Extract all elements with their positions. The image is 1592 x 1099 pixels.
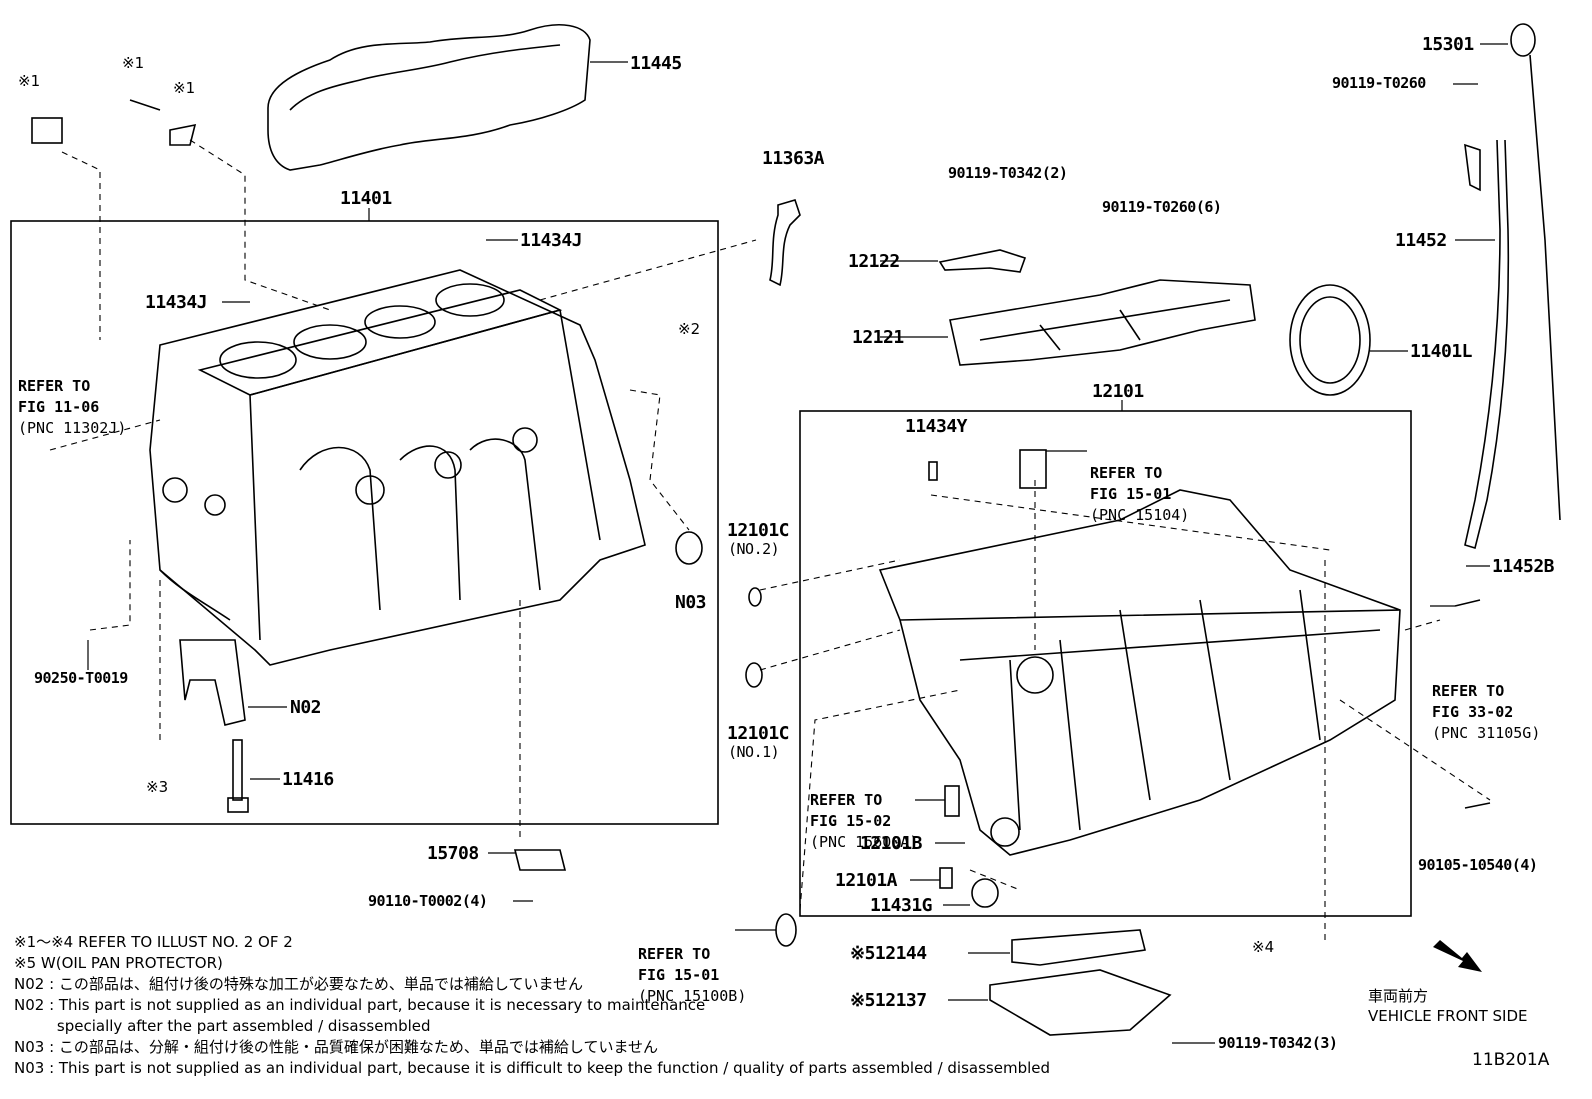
front-arrow-icon (1433, 940, 1482, 972)
label-15708[interactable]: 15708 (427, 843, 479, 864)
label-90110-T0002-4[interactable]: 90110-T0002(4) (368, 892, 488, 910)
dipstick-15301 (1510, 23, 1536, 57)
illustration-code: 11B201A (1472, 1050, 1550, 1070)
label-N02[interactable]: N02 (290, 697, 322, 718)
label-12101C-no2[interactable]: 12101C (727, 520, 790, 541)
sensor (31, 117, 63, 144)
label-12144[interactable]: ※512144 (850, 943, 927, 964)
label-11445[interactable]: 11445 (630, 53, 682, 74)
label-90119-T0260-6[interactable]: 90119-T0260(6) (1102, 198, 1222, 216)
label-11434J-left[interactable]: 11434J (145, 292, 208, 313)
label-90250-T0019[interactable]: 90250-T0019 (34, 669, 128, 687)
label-11452B[interactable]: 11452B (1492, 556, 1555, 577)
guide-11452 (1464, 139, 1510, 550)
label-12101C-no1[interactable]: 12101C (727, 723, 790, 744)
mark-1b: ※1 (122, 54, 145, 72)
note-line: N02 : この部品は、組付け後の特殊な加工が必要なため、単品では補給していませ… (14, 975, 584, 993)
note-line: ※1～※4 REFER TO ILLUST NO. 2 OF 2 (14, 933, 293, 951)
note-line: N03 : This part is not supplied as an in… (14, 1059, 1051, 1077)
note-line: ※5 W(OIL PAN PROTECTOR) (14, 954, 223, 972)
cover-12144 (1011, 929, 1146, 966)
label-12101A[interactable]: 12101A (835, 870, 898, 891)
label-11401L[interactable]: 11401L (1410, 341, 1473, 362)
label-90105-10540-4[interactable]: 90105-10540(4) (1418, 856, 1538, 874)
mark-3: ※3 (146, 778, 169, 796)
label-11416[interactable]: 11416 (282, 769, 334, 790)
label-12121[interactable]: 12121 (852, 327, 904, 348)
note-line: specially after the part assembled / dis… (14, 1017, 431, 1035)
label-11363A[interactable]: 11363A (762, 148, 825, 169)
cylinder-block (149, 269, 646, 666)
label-12101B[interactable]: 12101B (860, 833, 923, 854)
label-15301[interactable]: 15301 (1422, 34, 1474, 55)
label-90119-T0260[interactable]: 90119-T0260 (1332, 74, 1426, 92)
seal-11401L (1289, 284, 1371, 396)
vehicle-front-label: 車両前方 VEHICLE FRONT SIDE (1368, 987, 1528, 1025)
footnotes: ※1～※4 REFER TO ILLUST NO. 2 OF 2 ※5 W(OI… (14, 932, 1050, 1079)
cylinder-block-frame (10, 220, 719, 825)
bracket-11363A (769, 199, 801, 287)
insulator-11445 (267, 24, 591, 171)
label-11434J-top[interactable]: 11434J (520, 230, 583, 251)
note-line: N02 : This part is not supplied as an in… (14, 996, 706, 1014)
label-N03[interactable]: N03 (675, 592, 707, 613)
label-90119-T0342-2[interactable]: 90119-T0342(2) (948, 164, 1068, 182)
label-12101[interactable]: 12101 (1092, 381, 1144, 402)
label-11401[interactable]: 11401 (340, 188, 392, 209)
protector-12137 (989, 969, 1172, 1036)
note-line: N03 : この部品は、分解・組付け後の性能・品質確保が困難なため、単品では補給… (14, 1038, 659, 1056)
label-12101C-no2-sub: (NO.2) (728, 540, 780, 558)
label-11431G[interactable]: 11431G (870, 895, 933, 916)
mark-1c: ※1 (173, 79, 196, 97)
plug-N03 (675, 531, 703, 565)
mark-1a: ※1 (18, 72, 41, 90)
label-12101C-no1-sub: (NO.1) (728, 743, 780, 761)
label-11434Y[interactable]: 11434Y (905, 416, 968, 437)
mark-4: ※4 (1252, 938, 1275, 956)
strainer-ref (1019, 449, 1047, 489)
label-90119-T0342-3[interactable]: 90119-T0342(3) (1218, 1034, 1338, 1052)
protector-12121 (949, 279, 1256, 366)
label-12122[interactable]: 12122 (848, 251, 900, 272)
oil-pan-frame (799, 410, 1412, 917)
bearing-cap-N02 (179, 639, 246, 726)
mark-2: ※2 (678, 320, 701, 338)
oil-pan (878, 489, 1401, 856)
bracket-12122 (938, 249, 1027, 273)
label-12137[interactable]: ※512137 (850, 990, 927, 1011)
label-11452[interactable]: 11452 (1395, 230, 1447, 251)
